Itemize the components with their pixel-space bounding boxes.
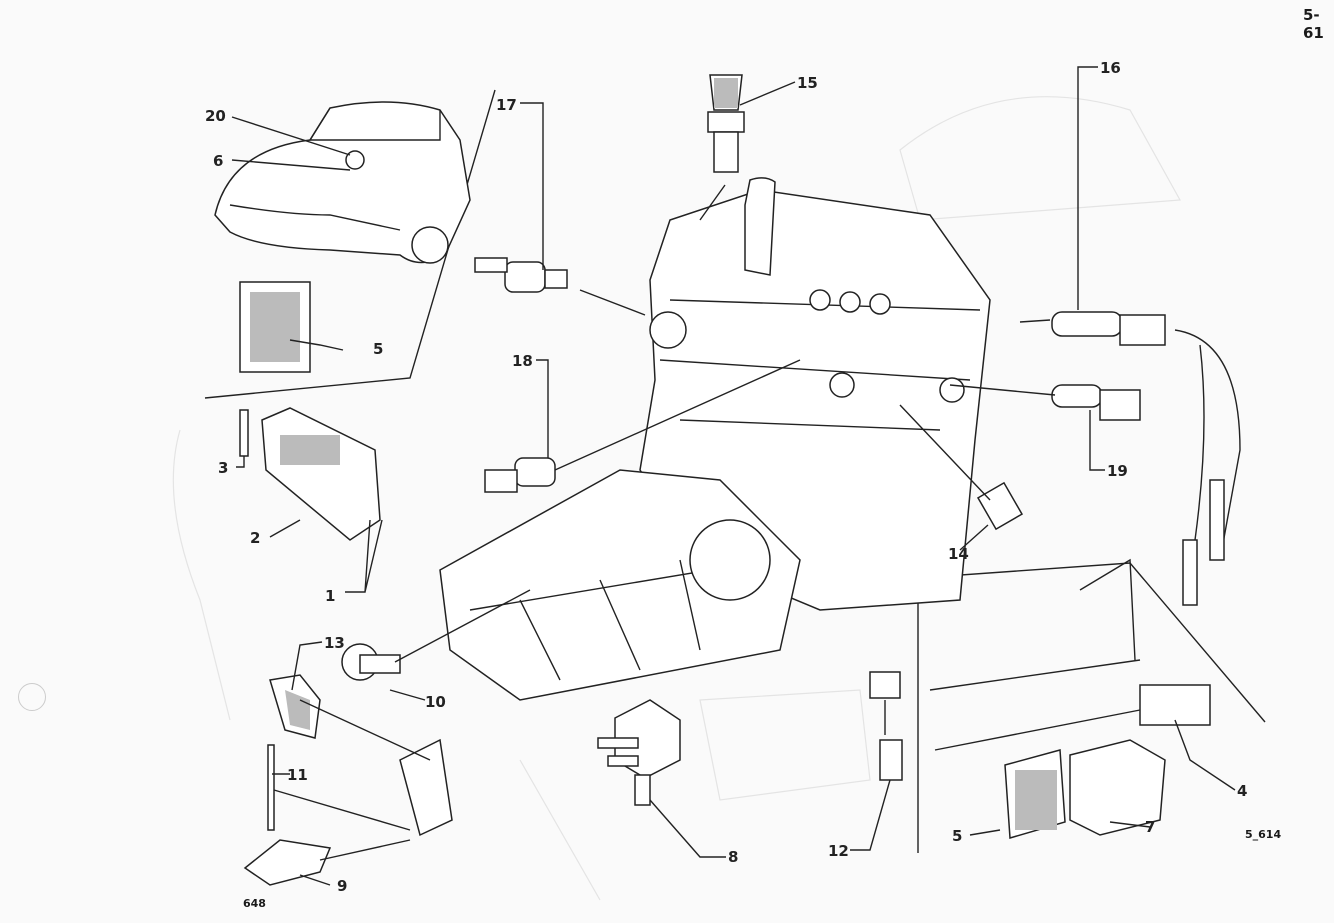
relay-inset-frame	[917, 562, 1266, 853]
callout-label-5: 5	[373, 340, 384, 358]
callout-label-2: 2	[250, 529, 261, 547]
callout-label-4: 4	[1237, 782, 1248, 800]
callout-label-20: 20	[205, 107, 226, 125]
page-number: 5-61	[1303, 6, 1324, 42]
leader-lines	[231, 66, 1236, 886]
callout-label-13: 13	[324, 634, 345, 652]
callout-label-18: 18	[512, 352, 533, 370]
callout-label-9: 9	[337, 877, 348, 895]
callout-label-5: 5	[952, 827, 963, 845]
figure-ref-main: 648	[243, 897, 266, 910]
callout-label-15: 15	[797, 74, 818, 92]
callout-label-14: 14	[948, 545, 969, 563]
callout-label-19: 19	[1107, 462, 1128, 480]
callout-label-7: 7	[1145, 818, 1156, 836]
car-illustration	[214, 101, 471, 373]
callout-label-17: 17	[496, 96, 517, 114]
callout-label-16: 16	[1100, 59, 1121, 77]
callout-label-6: 6	[213, 152, 224, 170]
callout-label-3: 3	[218, 459, 229, 477]
callout-label-11: 11	[287, 766, 308, 784]
callout-label-1: 1	[325, 587, 336, 605]
callout-label-8: 8	[728, 848, 739, 866]
engine-block	[439, 177, 991, 701]
figure-ref-inset: 5_614	[1245, 828, 1282, 841]
parts	[239, 74, 1241, 886]
punch-hole	[18, 683, 46, 711]
callout-label-12: 12	[828, 842, 849, 860]
callout-label-10: 10	[425, 693, 446, 711]
ghost-background	[172, 96, 1181, 901]
